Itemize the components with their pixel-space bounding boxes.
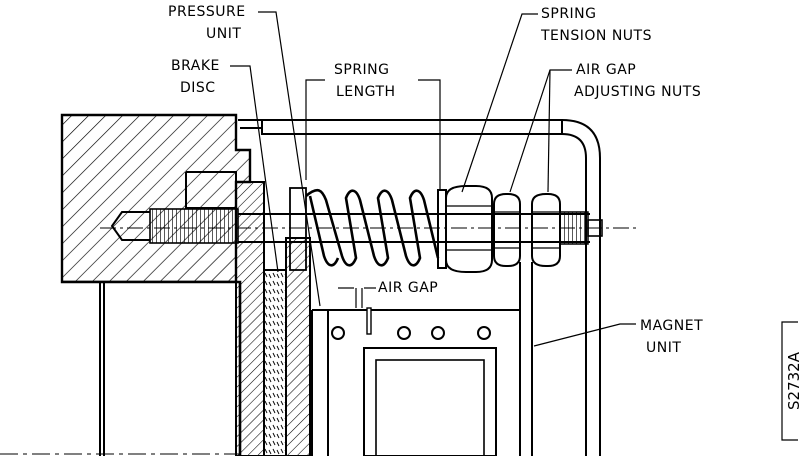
drawing-code-box: S2732A xyxy=(781,321,803,441)
drawing-code: S2732A xyxy=(785,351,803,410)
top-bracket xyxy=(238,119,601,456)
label-pressure-unit-line1: PRESSURE xyxy=(168,4,246,20)
label-brake-disc-line1: BRAKE xyxy=(171,58,220,74)
label-magnet-unit-line1: MAGNET xyxy=(640,318,703,334)
label-air-gap-adjusting-line1: AIR GAP xyxy=(576,62,636,78)
housing-block xyxy=(60,113,252,456)
leader-lines xyxy=(230,11,636,347)
label-spring-tension-line2: TENSION NUTS xyxy=(540,28,652,44)
air-gap-adjusting-nuts xyxy=(493,193,561,267)
label-spring-length-line1: SPRING xyxy=(334,62,390,78)
label-spring-length-line2: LENGTH xyxy=(336,84,396,100)
magnet-unit xyxy=(311,262,533,456)
compression-spring xyxy=(289,187,447,271)
brake-disc xyxy=(263,237,311,456)
label-air-gap-adjusting-line2: ADJUSTING NUTS xyxy=(574,84,701,100)
label-spring-tension-line1: SPRING xyxy=(541,6,597,22)
label-brake-disc-line2: DISC xyxy=(180,80,216,96)
label-magnet-unit-line2: UNIT xyxy=(646,340,681,356)
label-pressure-unit-line2: UNIT xyxy=(206,26,241,42)
label-air-gap: AIR GAP xyxy=(378,280,438,296)
spring-tension-nuts xyxy=(445,185,493,273)
